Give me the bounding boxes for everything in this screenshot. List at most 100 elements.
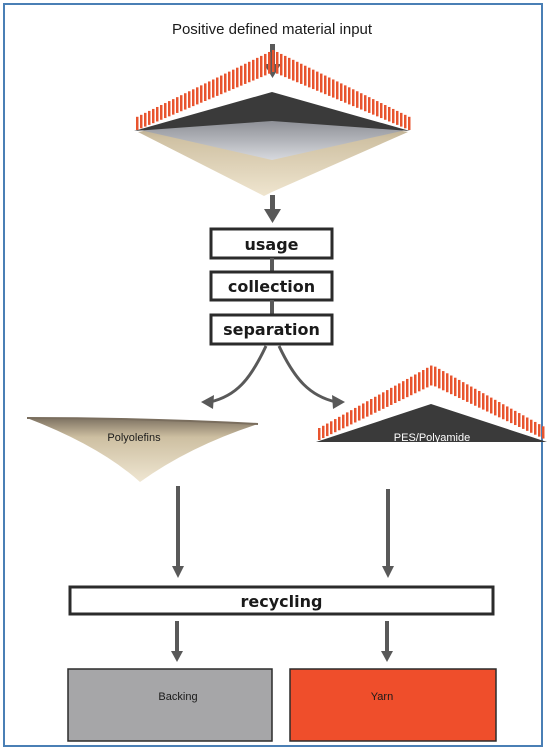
fiber-tuft xyxy=(450,375,453,395)
fiber-tuft xyxy=(308,67,311,88)
fiber-tuft xyxy=(394,385,397,404)
fiber-tuft xyxy=(352,89,355,107)
fiber-tuft xyxy=(388,106,391,122)
fiber-tuft xyxy=(160,105,163,120)
fiber-tuft xyxy=(220,75,223,95)
fiber-tuft xyxy=(392,108,395,124)
fiber-tuft xyxy=(180,95,183,112)
fiber-tuft xyxy=(474,388,477,406)
fiber-tuft xyxy=(176,97,179,113)
fiber-tuft xyxy=(466,384,469,402)
fiber-tuft xyxy=(192,89,195,107)
fiber-tuft xyxy=(538,424,541,437)
fiber-tuft xyxy=(374,396,377,413)
fiber-tuft xyxy=(510,408,513,424)
pes-polyamide-label: PES/Polyamide xyxy=(394,432,470,444)
fiber-tuft xyxy=(260,55,263,78)
fiber-tuft xyxy=(462,382,465,400)
fiber-tuft xyxy=(494,399,497,416)
fiber-tuft xyxy=(248,61,251,83)
fiber-tuft xyxy=(200,85,203,103)
fiber-tuft xyxy=(332,79,335,98)
fiber-tuft xyxy=(168,101,171,117)
output-backing: Backing xyxy=(67,668,273,742)
output-yarn: Yarn xyxy=(289,668,497,742)
fiber-tuft xyxy=(414,374,417,394)
fiber-tuft xyxy=(514,410,517,426)
carpet-cross-section-top xyxy=(134,50,411,196)
input-label: Positive defined material input xyxy=(172,21,373,38)
polyolefins-label: Polyolefins xyxy=(107,432,161,444)
fiber-tuft xyxy=(148,110,151,125)
fiber-tuft xyxy=(152,108,155,124)
fiber-tuft xyxy=(386,390,389,407)
fiber-tuft xyxy=(426,367,429,388)
fiber-tuft xyxy=(232,69,235,90)
arrow-recycling-to-yarn xyxy=(381,621,393,662)
fiber-tuft xyxy=(478,390,481,408)
polyolefins-shape: Polyolefins xyxy=(26,417,259,482)
fiber-tuft xyxy=(422,370,425,390)
step-usage: usage xyxy=(209,227,334,260)
carpet-fiber-base xyxy=(134,92,410,131)
fiber-tuft xyxy=(304,65,307,86)
fiber-tuft xyxy=(340,83,343,101)
fiber-tuft xyxy=(526,417,529,431)
fiber-tuft xyxy=(384,105,387,120)
arrow-pes-to-recycling xyxy=(382,489,394,578)
fiber-tuft xyxy=(376,101,379,117)
fiber-tuft xyxy=(324,75,327,95)
fiber-tuft xyxy=(264,53,267,76)
fiber-tuft xyxy=(518,413,521,427)
fiber-tuft xyxy=(300,63,303,84)
fiber-tuft xyxy=(366,401,369,417)
fiber-tuft xyxy=(318,428,321,440)
fiber-tuft xyxy=(344,85,347,103)
step-collection-label: collection xyxy=(228,277,315,296)
fiber-tuft xyxy=(296,61,299,83)
fiber-tuft xyxy=(342,414,345,429)
fiber-tuft xyxy=(442,371,445,391)
fiber-tuft xyxy=(292,59,295,81)
fiber-tuft xyxy=(136,116,139,130)
connector-usage-collection xyxy=(270,258,274,272)
fiber-tuft xyxy=(360,93,363,110)
fiber-tuft xyxy=(522,415,525,429)
fiber-tuft xyxy=(470,386,473,404)
step-separation: separation xyxy=(209,313,334,346)
fiber-tuft xyxy=(534,421,537,435)
fiber-tuft xyxy=(330,421,333,435)
fiber-tuft xyxy=(204,83,207,101)
fiber-tuft xyxy=(400,112,403,127)
fiber-tuft xyxy=(228,71,231,91)
fiber-tuft xyxy=(486,395,489,412)
fiber-tuft xyxy=(372,99,375,115)
fiber-tuft xyxy=(328,77,331,96)
fiber-tuft xyxy=(502,404,505,420)
arrow-recycling-to-backing xyxy=(171,621,183,662)
fiber-tuft xyxy=(390,387,393,405)
fiber-tuft xyxy=(408,116,411,130)
fiber-tuft xyxy=(446,373,449,393)
fiber-tuft xyxy=(322,425,325,439)
fiber-tuft xyxy=(172,99,175,115)
fiber-tuft xyxy=(326,423,329,437)
fiber-tuft xyxy=(378,394,381,411)
fiber-tuft xyxy=(320,73,323,93)
fiber-tuft xyxy=(434,366,437,387)
fiber-tuft xyxy=(346,412,349,427)
fiber-tuft xyxy=(368,97,371,113)
fiber-tuft xyxy=(438,368,441,389)
arrow-polyolefins-to-recycling xyxy=(172,486,184,578)
fiber-tuft xyxy=(240,65,243,86)
fiber-tuft xyxy=(312,69,315,90)
fiber-tuft xyxy=(402,381,405,400)
fiber-tuft xyxy=(490,397,493,414)
fiber-tuft xyxy=(334,419,337,433)
fiber-tuft xyxy=(288,57,291,79)
fiber-tuft xyxy=(284,55,287,78)
output-yarn-label: Yarn xyxy=(371,691,393,703)
fiber-tuft xyxy=(370,399,373,415)
fiber-tuft xyxy=(354,407,357,423)
